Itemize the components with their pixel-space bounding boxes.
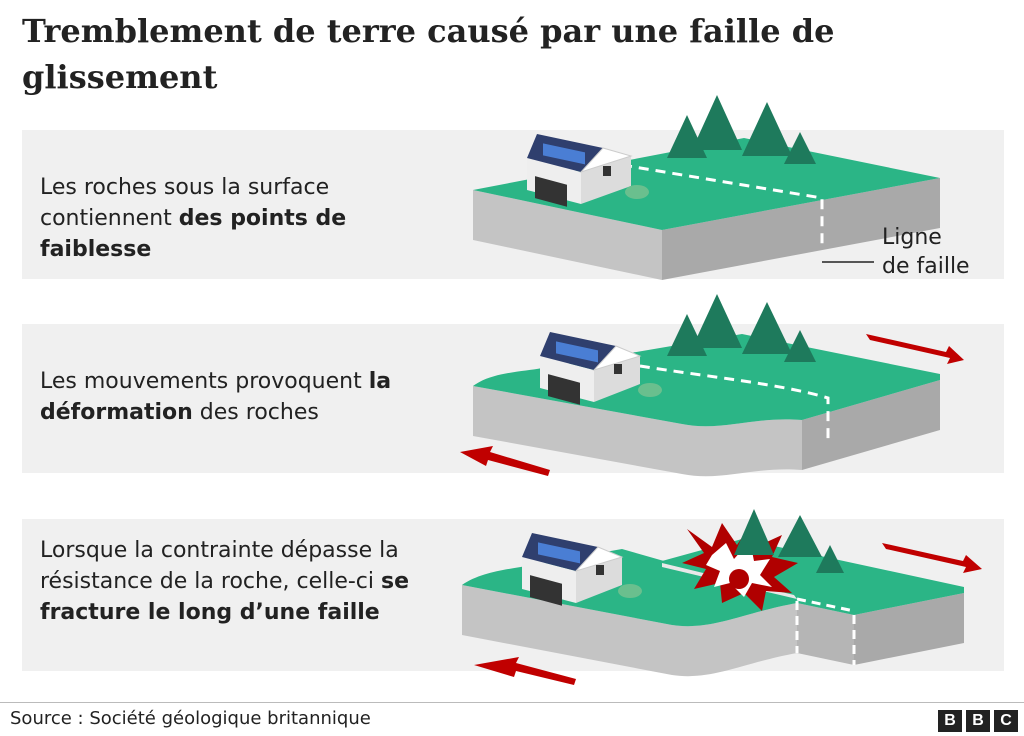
- bbc-logo-letter-1: B: [938, 710, 962, 732]
- footer-divider: [0, 702, 1024, 703]
- step-3-text: Lorsque la contrainte dépasse la résista…: [40, 535, 480, 628]
- intact-ground-block-illustration: [473, 95, 940, 280]
- fault-line: [639, 364, 830, 444]
- page-title: Tremblement de terre causé par une faill…: [22, 12, 835, 96]
- fractured-ground-block-illustration: [462, 509, 982, 685]
- step-1-text: Les roches sous la surface contiennent d…: [40, 172, 440, 265]
- rock-side-face: [802, 380, 940, 470]
- bbc-logo-letter-3: C: [994, 710, 1018, 732]
- grass-surface: [473, 334, 940, 427]
- arrow-right-icon: [866, 334, 964, 364]
- bush-icon: [638, 383, 662, 397]
- step-1-text-regular: Les roches sous la surface contiennent: [40, 175, 330, 231]
- step-2-text-tail: des roches: [192, 400, 319, 425]
- step-2-panel: Les mouvements provoquent la déformation…: [22, 294, 1004, 477]
- rock-front-face: [462, 585, 797, 677]
- bush-icon: [618, 584, 642, 598]
- house-icon: [540, 332, 642, 405]
- bush-icon: [625, 185, 649, 199]
- displaced-rock-segment: [797, 603, 854, 665]
- house-icon: [527, 134, 633, 207]
- rupture-burst-icon: [682, 519, 798, 611]
- step-3-panel: Lorsque la contrainte dépasse la résista…: [22, 509, 1004, 685]
- rock-side-face: [854, 593, 964, 665]
- step-2-text-regular: Les mouvements provoquent: [40, 369, 369, 394]
- arrow-right-icon: [882, 543, 982, 573]
- rock-front-face: [473, 190, 662, 280]
- house-icon: [522, 533, 624, 606]
- rock-side-face: [662, 178, 940, 280]
- fault-line-label: Ligne de faille: [882, 223, 970, 281]
- tree-group-icon: [667, 294, 816, 362]
- arrow-left-icon: [474, 657, 576, 685]
- arrow-left-icon: [460, 446, 550, 476]
- grass-surface: [473, 138, 940, 230]
- step-3-text-regular: Lorsque la contrainte dépasse la résista…: [40, 538, 399, 594]
- deformed-ground-block-illustration: [460, 294, 964, 477]
- rock-front-face: [473, 386, 802, 477]
- tree-group-icon: [734, 509, 844, 573]
- bbc-logo: B B C: [938, 710, 1018, 732]
- fault-label-line-1: Ligne: [882, 225, 942, 250]
- bbc-logo-letter-2: B: [966, 710, 990, 732]
- step-2-text-bold: la déformation: [40, 369, 392, 425]
- tree-group-icon: [667, 95, 816, 164]
- fault-label-line-2: de faille: [882, 254, 970, 279]
- step-1-panel: Les roches sous la surface contiennent d…: [22, 95, 1004, 281]
- step-2-text: Les mouvements provoquent la déformation…: [40, 366, 480, 428]
- source-credit: Source : Société géologique britannique: [10, 708, 371, 729]
- step-1-text-bold: des points de faiblesse: [40, 206, 347, 262]
- step-3-text-bold: se fracture le long d’une faille: [40, 569, 410, 625]
